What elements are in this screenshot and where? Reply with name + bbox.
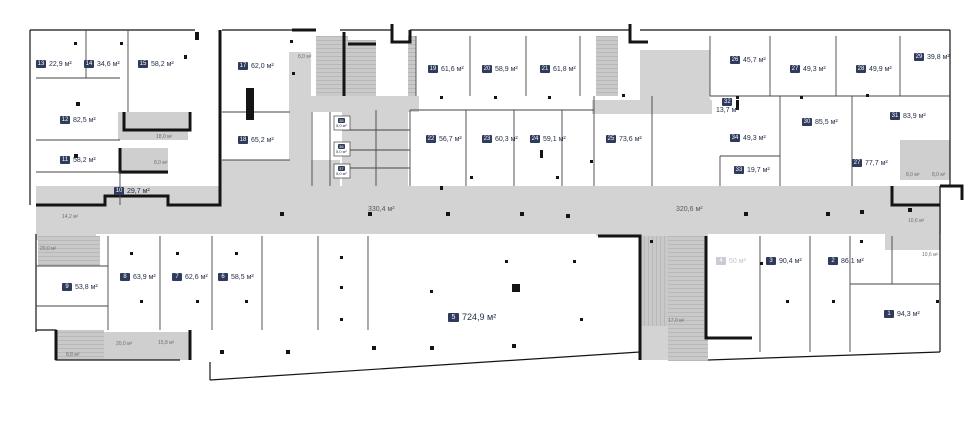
service-area-label: 8,0 м² [906, 172, 920, 178]
corridor-area-label-east: 320,6 м² [676, 206, 703, 213]
service-area-label: 10,6 м² [922, 252, 939, 258]
thick-walls [36, 24, 964, 360]
service-area-label: 18,0 м² [156, 134, 173, 140]
interior-walls [36, 30, 950, 352]
service-area-label: 8,0 м² [154, 160, 168, 166]
service-area-label: 10,6 м² [908, 218, 925, 224]
service-area-label: 17,0 м² [668, 318, 685, 324]
service-area-label: 8,8 м² [66, 352, 80, 358]
service-area-label: 14,2 м² [62, 214, 79, 220]
corridor-area-label-west: 330,4 м² [368, 206, 395, 213]
service-area-label: 15,8 м² [158, 340, 175, 346]
service-area-label: 20,0 м² [116, 341, 133, 347]
outer-walls [29, 29, 951, 381]
service-area-label: 8,0 м² [932, 172, 946, 178]
structural-columns [74, 32, 939, 354]
service-area-label: 8,0 м² [298, 54, 312, 60]
staircases [38, 36, 950, 361]
service-area-label: 20,0 м² [40, 246, 57, 252]
